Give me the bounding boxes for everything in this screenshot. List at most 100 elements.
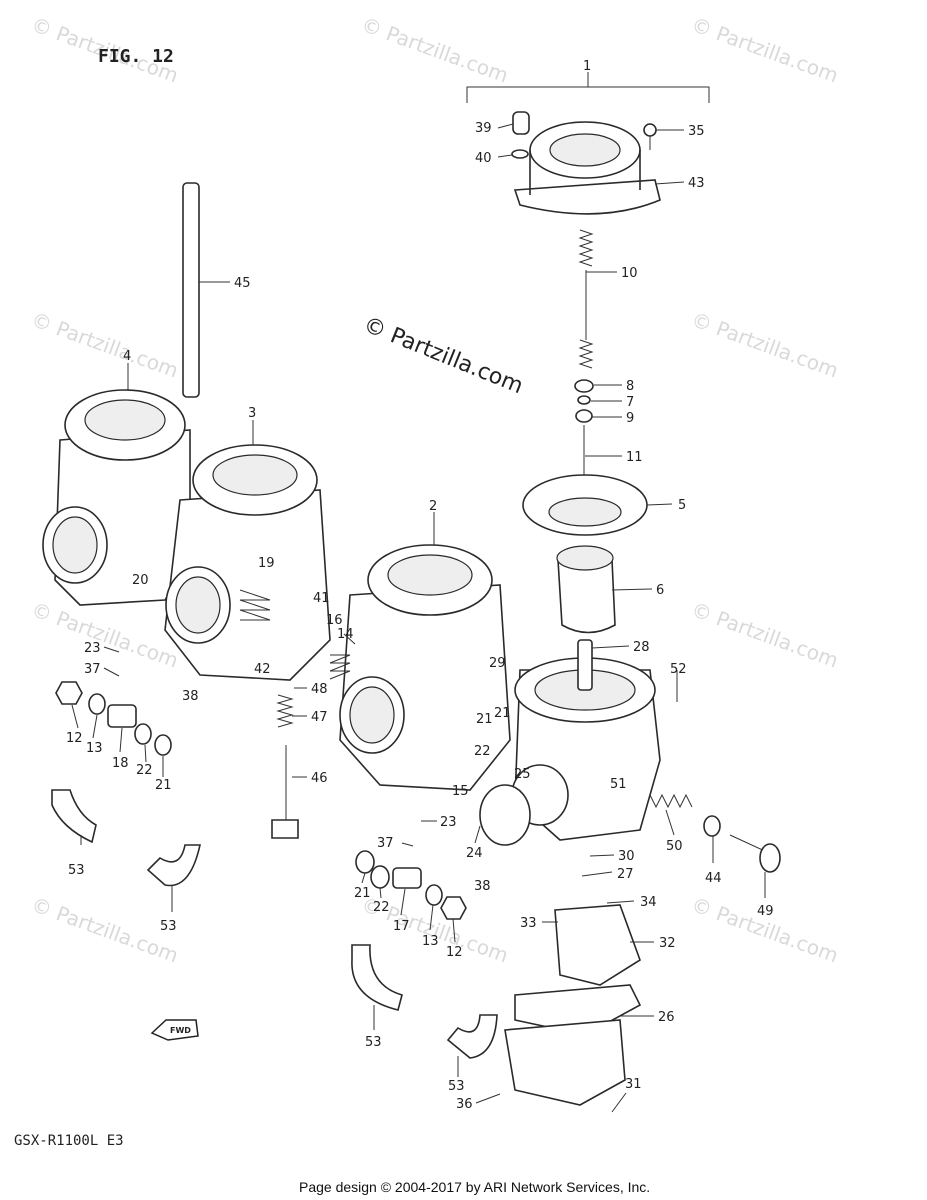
callout: 41 (313, 591, 330, 606)
bracket (392, 867, 422, 889)
watermark: © Partzilla.com (358, 12, 511, 87)
washer (154, 734, 172, 756)
callout: 27 (617, 867, 634, 882)
callout: 40 (475, 151, 492, 166)
callout: 17 (393, 919, 410, 934)
callout: 23 (440, 815, 457, 830)
hose (51, 789, 97, 844)
hose (446, 1014, 498, 1059)
callout: 26 (658, 1010, 675, 1025)
callout: 37 (84, 662, 101, 677)
ring (574, 379, 594, 393)
callout: 3 (248, 406, 256, 421)
watermark: © Partzilla.com (28, 597, 181, 672)
carburetor-4 (42, 389, 191, 606)
callout: 5 (678, 498, 686, 513)
callout: 52 (670, 662, 687, 677)
callout: 8 (626, 379, 634, 394)
callout: 23 (84, 641, 101, 656)
callout: 53 (68, 863, 85, 878)
callout: 22 (373, 900, 390, 915)
callout: 51 (610, 777, 627, 792)
callout: 44 (705, 871, 722, 886)
callout: 19 (258, 556, 275, 571)
washer (425, 884, 443, 906)
callout: 39 (475, 121, 492, 136)
watermark: © Partzilla.com (688, 307, 841, 382)
nut (55, 681, 83, 705)
callout: 16 (326, 613, 343, 628)
diaphragm (522, 474, 648, 536)
carburetor-1 (479, 639, 661, 846)
callout: 34 (640, 895, 657, 910)
hose (351, 944, 403, 1011)
callout: 6 (656, 583, 664, 598)
washer (88, 693, 106, 715)
callout: 46 (311, 771, 328, 786)
e-ring (577, 395, 591, 405)
washer (134, 723, 152, 745)
figure-title: FIG. 12 (98, 46, 174, 67)
washer (511, 149, 529, 159)
fuel-pipe (182, 182, 200, 398)
callout: 22 (474, 744, 491, 759)
nut (440, 896, 467, 920)
callout: 31 (625, 1077, 642, 1092)
float-bowl (504, 904, 642, 1106)
cap (512, 111, 530, 135)
page-footer: Page design © 2004-2017 by ARI Network S… (299, 1179, 650, 1195)
callout: 21 (155, 778, 172, 793)
callout: 15 (452, 784, 469, 799)
callout: 50 (666, 839, 683, 854)
piston-valve (556, 545, 616, 634)
callout: 14 (337, 627, 354, 642)
carburetor-3 (164, 444, 331, 681)
model-code: GSX-R1100L E3 (14, 1133, 124, 1149)
washer (370, 865, 390, 889)
throttle-stop-screw (271, 694, 299, 839)
callout: 43 (688, 176, 705, 191)
leader-lines (71, 72, 766, 1113)
callout: 48 (311, 682, 328, 697)
callout: 36 (456, 1097, 473, 1112)
washer (575, 409, 593, 423)
callout: 33 (520, 916, 537, 931)
callout: 12 (66, 731, 83, 746)
callout: 22 (136, 763, 153, 778)
callout: 18 (112, 756, 129, 771)
callout-labels: 1 2 3 4 5 6 7 8 9 10 11 12 12 13 13 14 1… (66, 59, 774, 1112)
carburetor-2 (329, 544, 511, 791)
callout: 1 (583, 59, 591, 74)
callout: 42 (254, 662, 271, 677)
carburetor-top-cover (513, 121, 661, 215)
callout: 35 (688, 124, 705, 139)
callout: 4 (123, 349, 131, 364)
watermark: © Partzilla.com (688, 597, 841, 672)
callout: 53 (160, 919, 177, 934)
callout: 45 (234, 276, 251, 291)
watermark: © Partzilla.com (28, 892, 181, 967)
callout: 10 (621, 266, 638, 281)
callout: 47 (311, 710, 328, 725)
callout: 30 (618, 849, 635, 864)
spring (578, 229, 594, 369)
callout: 13 (86, 741, 103, 756)
callout: 12 (446, 945, 463, 960)
svg-text:FWD: FWD (170, 1026, 191, 1035)
callout: 32 (659, 936, 676, 951)
callout: 13 (422, 934, 439, 949)
fwd-arrow-icon: FWD (150, 1019, 199, 1041)
callout: 53 (365, 1035, 382, 1050)
callout: 21 (476, 712, 493, 727)
callout: 21 (354, 886, 371, 901)
callout: 37 (377, 836, 394, 851)
pilot-screw (649, 793, 781, 873)
callout: 20 (132, 573, 149, 588)
callout: 38 (182, 689, 199, 704)
hose (146, 844, 201, 887)
callout: 9 (626, 411, 634, 426)
callout: 21 (494, 706, 511, 721)
callout: 53 (448, 1079, 465, 1094)
callout: 11 (626, 450, 643, 465)
